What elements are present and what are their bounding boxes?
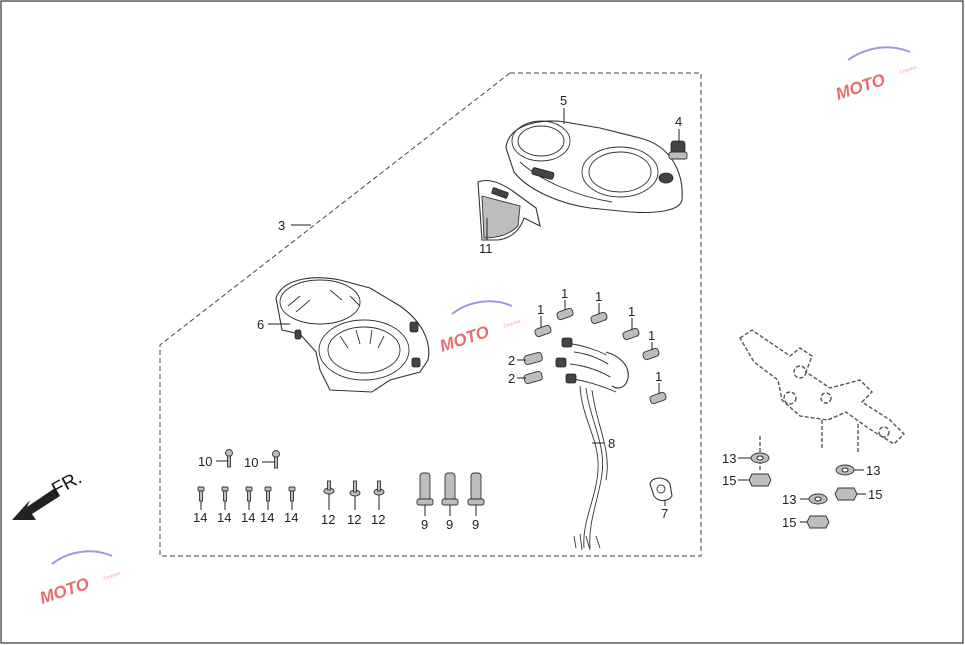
- callout-9: 9: [446, 517, 453, 532]
- callout-14: 14: [193, 510, 207, 525]
- callout-10: 10: [198, 454, 212, 469]
- callout-4: 4: [675, 114, 682, 129]
- screws-14[interactable]: [197, 486, 296, 502]
- front-direction-arrow-icon: [12, 488, 60, 520]
- callout-1: 1: [648, 328, 655, 343]
- callout-14: 14: [284, 510, 298, 525]
- callout-15: 15: [782, 515, 796, 530]
- callout-3: 3: [278, 218, 285, 233]
- callout-5: 5: [560, 93, 567, 108]
- svg-text:MOTO: MOTO: [37, 574, 91, 608]
- meter-bracket: [739, 329, 905, 470]
- wire-harness[interactable]: [555, 337, 629, 551]
- callout-14: 14: [217, 510, 231, 525]
- callout-2: 2: [508, 371, 515, 386]
- callout-1: 1: [628, 304, 635, 319]
- callout-7: 7: [661, 506, 668, 521]
- svg-text:MOTO: MOTO: [833, 70, 887, 104]
- visor[interactable]: [477, 179, 541, 241]
- meter-case-lower[interactable]: [275, 277, 430, 393]
- callout-15: 15: [722, 473, 736, 488]
- watermark-center: MOTO Ceantre: [437, 300, 522, 356]
- nuts-15[interactable]: [748, 473, 858, 529]
- callout-13: 13: [782, 492, 796, 507]
- callout-6: 6: [257, 317, 264, 332]
- washers-13[interactable]: [750, 452, 855, 505]
- callout-1: 1: [655, 369, 662, 384]
- bulbs-2[interactable]: [523, 352, 543, 384]
- svg-text:Ceantre: Ceantre: [103, 571, 122, 582]
- watermark-bottom-left: MOTO Ceantre: [37, 550, 122, 608]
- callout-10: 10: [244, 455, 258, 470]
- assembly-boundary: [159, 72, 702, 557]
- leader-lines: [200, 108, 866, 523]
- svg-text:Ceantre: Ceantre: [503, 319, 522, 330]
- callout-9: 9: [472, 517, 479, 532]
- callout-14: 14: [241, 510, 255, 525]
- callout-1: 1: [561, 286, 568, 301]
- callout-12: 12: [371, 512, 385, 527]
- callout-12: 12: [321, 512, 335, 527]
- callout-14: 14: [260, 510, 274, 525]
- callout-8: 8: [608, 436, 615, 451]
- callout-labels: 5 4 3 6 11 1 1 1 1 1 1 2 2 8 7 10 10 14 …: [193, 93, 882, 532]
- bulbs-1[interactable]: [534, 307, 667, 405]
- adjust-knob[interactable]: [668, 140, 688, 160]
- screws-12[interactable]: [323, 480, 385, 497]
- callout-2: 2: [508, 353, 515, 368]
- callout-12: 12: [347, 512, 361, 527]
- callout-1: 1: [537, 302, 544, 317]
- svg-text:Ceantre: Ceantre: [899, 65, 918, 76]
- callout-9: 9: [421, 517, 428, 532]
- callout-11: 11: [479, 241, 493, 256]
- watermark-top-right: MOTO Ceantre: [833, 46, 918, 104]
- bolts-9[interactable]: [416, 472, 485, 506]
- callout-15: 15: [868, 487, 882, 502]
- meter-cover-upper[interactable]: [505, 120, 683, 214]
- wire-clip[interactable]: [649, 477, 673, 502]
- svg-text:MOTO: MOTO: [437, 322, 491, 356]
- callout-13: 13: [866, 463, 880, 478]
- callout-13: 13: [722, 451, 736, 466]
- callout-1: 1: [595, 289, 602, 304]
